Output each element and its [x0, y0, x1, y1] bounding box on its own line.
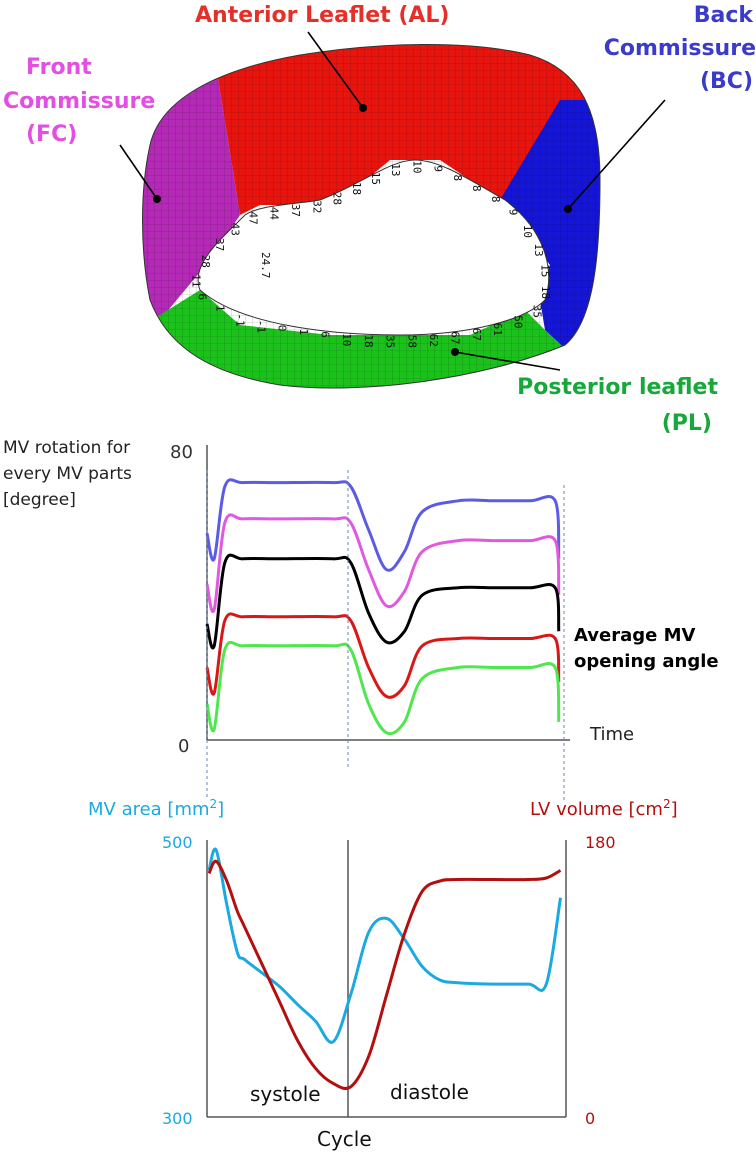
lv-volume-line — [207, 859, 562, 1090]
rim-number: -1 — [254, 320, 267, 333]
rim-number: 10 — [521, 225, 534, 238]
rim-number: 35 — [531, 305, 544, 318]
rotation-y-min: 0 — [178, 736, 189, 757]
lv-volume-max: 180 — [585, 833, 616, 852]
rim-number: 9 — [431, 165, 444, 172]
mv-area-max: 500 — [162, 833, 193, 852]
rim-number: 15 — [539, 264, 552, 277]
rim-number: 13 — [532, 243, 545, 256]
lv-volume-label: LV volume [cm2] — [530, 797, 678, 820]
rim-number: 6 — [319, 331, 332, 338]
rim-number: 67 — [449, 331, 462, 344]
rim-number: 35 — [384, 335, 397, 348]
rim-number: 50 — [512, 315, 525, 328]
front-commissure-label-1: Front — [26, 55, 92, 80]
rim-number: 9 — [507, 209, 520, 216]
rim-number: 8 — [451, 175, 464, 182]
rim-number: 43 — [228, 223, 241, 236]
rim-number: 28 — [199, 255, 212, 268]
area-volume-series — [207, 847, 562, 1090]
mv-area-line — [207, 847, 562, 1044]
posterior-leaflet-label-1: Posterior leaflet — [517, 375, 718, 400]
diastole-label: diastole — [390, 1080, 469, 1104]
rim-number: 11 — [190, 274, 203, 287]
rotation-ylabel-2: every MV parts — [3, 464, 132, 484]
rim-number: 8 — [489, 196, 502, 203]
front-commissure-label-2: Commissure — [3, 89, 155, 114]
lv-volume-min: 0 — [585, 1109, 595, 1128]
rim-number: 37 — [289, 204, 302, 217]
leader-lines — [119, 31, 666, 371]
rotation-ylabel-3: [degree] — [3, 490, 76, 510]
rotation-series-line-2 — [205, 513, 561, 614]
rim-number: -1 — [234, 313, 247, 326]
rim-number: 0 — [276, 325, 289, 332]
rotation-ylabel-1: MV rotation for — [3, 438, 130, 458]
avg-angle-label-1: Average MV — [574, 625, 696, 646]
anterior-leaflet-label: Anterior Leaflet (AL) — [195, 3, 449, 28]
rim-number: 18 — [539, 286, 552, 299]
rim-number: 28 — [330, 192, 343, 205]
rotation-series-line-3 — [205, 553, 561, 650]
mv-area-label: MV area [mm2] — [88, 797, 224, 820]
rim-number: 8 — [470, 185, 483, 192]
rim-number: 37 — [213, 238, 226, 251]
back-commissure-label-1: Back — [694, 3, 755, 28]
rim-number: 15 — [369, 172, 382, 185]
avg-angle-label-2: opening angle — [574, 651, 719, 672]
rotation-series — [205, 478, 561, 736]
rim-number: 18 — [362, 334, 375, 347]
front-commissure-label-3: (FC) — [26, 122, 77, 147]
cycle-label: Cycle — [317, 1127, 372, 1151]
rim-number: 1 — [297, 329, 310, 336]
area-volume-chart: MV area [mm2] LV volume [cm2] 500 300 18… — [88, 797, 678, 1151]
rim-number: 1 — [214, 305, 227, 312]
rotation-y-max: 80 — [170, 442, 193, 463]
systole-label: systole — [250, 1082, 321, 1106]
leader-dots — [153, 104, 572, 356]
rotation-series-line-1 — [205, 478, 561, 572]
phase-guides — [206, 470, 565, 800]
rim-number: 62 — [427, 334, 440, 347]
rim-number: 18 — [350, 182, 363, 195]
rim-number: 13 — [389, 163, 402, 176]
mv-area-min: 300 — [162, 1109, 193, 1128]
center-value: 24.7 — [259, 252, 272, 279]
rim-number: 44 — [268, 207, 281, 221]
rotation-series-line-5 — [205, 640, 561, 736]
rim-number: 6 — [195, 294, 208, 301]
rim-number: 61 — [491, 323, 504, 336]
rim-number: 67 — [470, 328, 483, 341]
rim-number: 47 — [246, 212, 259, 225]
posterior-leaflet-label-2: (PL) — [662, 411, 712, 436]
rim-number: 10 — [340, 333, 353, 346]
rim-number: 10 — [410, 160, 423, 173]
rim-number: 58 — [405, 335, 418, 348]
back-commissure-label-3: (BC) — [700, 69, 753, 94]
rim-number: 32 — [310, 200, 323, 213]
rotation-xlabel: Time — [589, 724, 634, 745]
rotation-series-line-4 — [205, 612, 561, 699]
back-commissure-label-2: Commissure — [604, 36, 756, 61]
rotation-chart: MV rotation for every MV parts [degree] … — [3, 438, 719, 757]
